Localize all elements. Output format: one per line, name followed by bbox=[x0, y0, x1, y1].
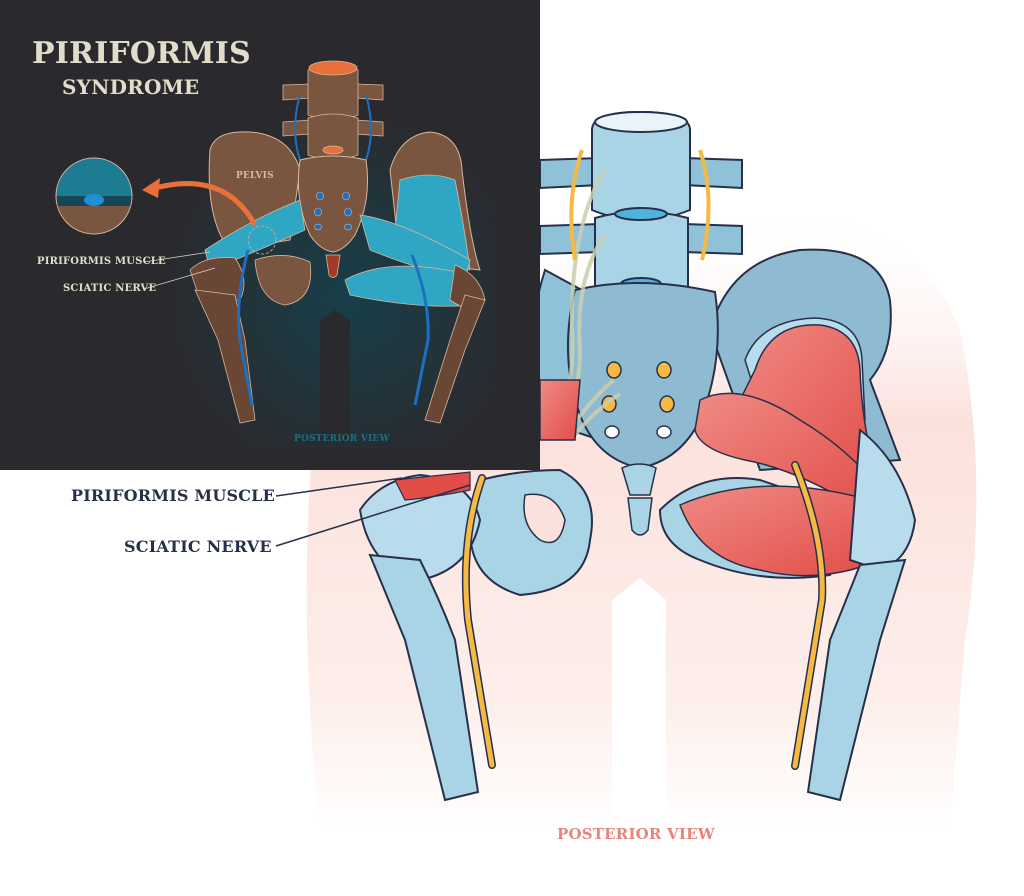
inset-right-sciatic-nerve bbox=[410, 254, 430, 406]
inset-view-label: POSTERIOR VIEW bbox=[294, 434, 390, 444]
inset-right-femur bbox=[424, 294, 486, 424]
inset-sacral-foramina bbox=[314, 191, 352, 231]
posterior-view-label: POSTERIOR VIEW bbox=[557, 825, 715, 843]
inset-leg-gap bbox=[320, 310, 350, 440]
sciatic-leader-line bbox=[275, 484, 471, 547]
nerve-root-left bbox=[569, 149, 584, 261]
inset-right-piriformis bbox=[359, 214, 471, 281]
coccyx bbox=[621, 463, 657, 536]
inset-piriformis-label: PIRIFORMIS MUSCLE bbox=[37, 256, 166, 267]
left-sciatic-nerve-fill bbox=[463, 475, 495, 768]
leg-gap bbox=[612, 578, 666, 820]
sciatic-nerve-label: SCIATIC NERVE bbox=[124, 537, 272, 556]
inset-spinal-nerve-left bbox=[294, 94, 301, 161]
piriformis-leader-line bbox=[275, 477, 403, 497]
left-piriformis bbox=[539, 379, 581, 441]
left-obturator bbox=[523, 493, 566, 544]
inset-piriformis-leader bbox=[143, 251, 211, 263]
left-ischium bbox=[468, 468, 593, 597]
inset-left-ischium bbox=[254, 255, 312, 306]
nerve-root-right bbox=[698, 149, 711, 261]
lumbar-vertebrae bbox=[539, 110, 743, 299]
inset-focus-marker bbox=[247, 225, 277, 255]
inset-left-trochanter bbox=[189, 257, 245, 301]
inset-sciatic-label: SCIATIC NERVE bbox=[63, 283, 157, 294]
inset-panel: PIRIFORMIS SYNDROME PELVIS PIRIFORMIS MU… bbox=[0, 0, 540, 470]
inset-right-gluteus bbox=[394, 174, 471, 271]
inset-coccyx bbox=[325, 254, 341, 278]
inset-left-sciatic-nerve bbox=[237, 249, 254, 406]
inset-pelvis-label: PELVIS bbox=[236, 171, 274, 181]
arrow-icon bbox=[154, 181, 258, 227]
right-lower-muscles bbox=[679, 485, 881, 577]
right-sciatic-nerve-fill bbox=[792, 462, 825, 769]
inset-lumbar-vertebrae bbox=[282, 60, 384, 161]
left-femur bbox=[368, 553, 480, 802]
inset-title: PIRIFORMIS bbox=[32, 36, 251, 71]
right-femur bbox=[806, 558, 907, 802]
inset-sciatic-leader bbox=[143, 267, 216, 290]
piriformis-muscle-label: PIRIFORMIS MUSCLE bbox=[71, 486, 276, 505]
inset-illustration bbox=[55, 60, 495, 450]
cross-section-detail bbox=[55, 157, 133, 235]
inset-subtitle: SYNDROME bbox=[62, 75, 200, 99]
inset-spinal-nerve-right bbox=[365, 94, 372, 161]
arrow-head-icon bbox=[142, 178, 160, 198]
